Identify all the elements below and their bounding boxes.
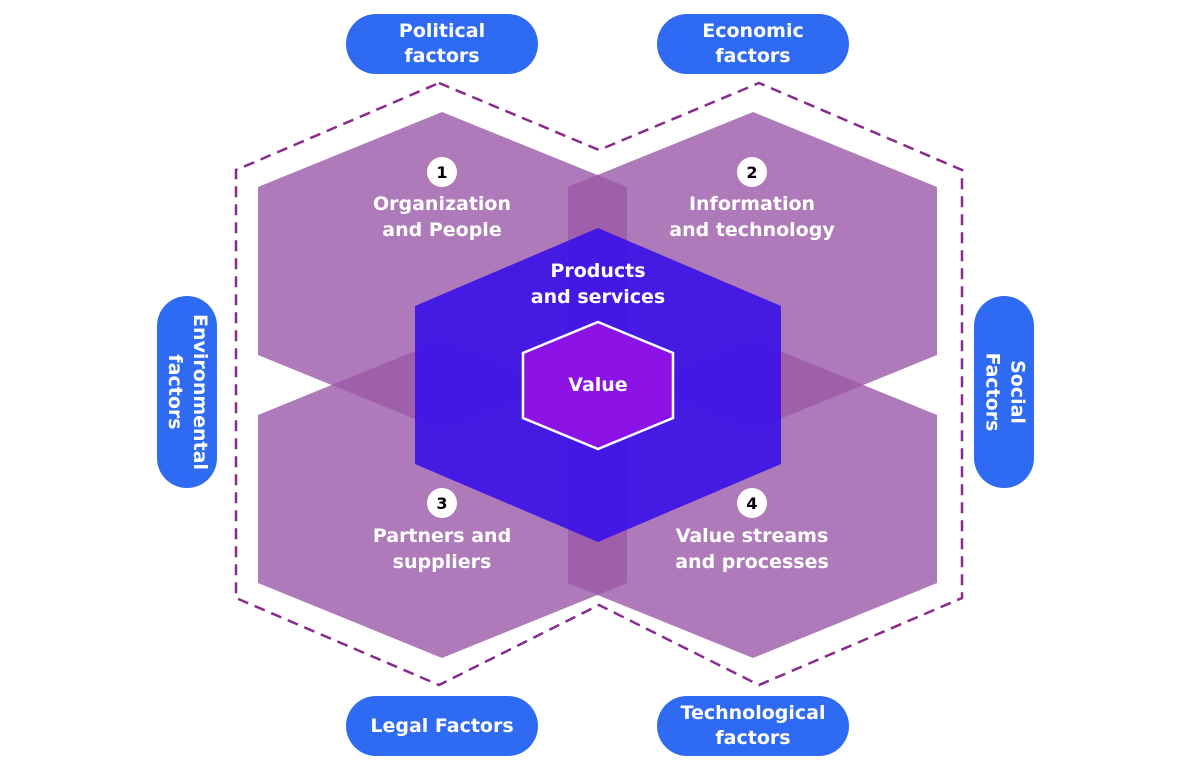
label-value-streams-and-processes: Value streams and processes: [675, 525, 829, 573]
dashed-boundary: [234, 81, 964, 687]
badge-dimension-3: 3: [427, 488, 457, 518]
pill-legal-factors: Legal Factors: [346, 696, 538, 756]
badge-dimension-1: 1: [427, 157, 457, 187]
pill-political-factors: Political factors: [346, 14, 538, 74]
label-partners-and-suppliers: Partners and suppliers: [372, 525, 512, 573]
economic-factors-label: Economic factors: [702, 20, 804, 67]
legal-factors-label: Legal Factors: [370, 714, 514, 737]
label-products-and-services: Products and services: [530, 260, 666, 308]
pill-social-factors: Social Factors: [974, 296, 1034, 488]
pill-environmental-factors: Environmental factors: [157, 296, 217, 488]
label-organization-and-people: Organization and People: [372, 193, 512, 241]
technological-factors-label: Technological factors: [680, 702, 826, 749]
hex-value: [521, 320, 675, 451]
pill-technological-factors: Technological factors: [657, 696, 849, 756]
social-factors-label: Social Factors: [981, 352, 1029, 432]
label-information-and-technology: Information and technology: [669, 193, 835, 241]
label-value: Value: [568, 374, 628, 396]
environmental-factors-label: Environmental factors: [164, 314, 212, 470]
badge-dimension-4: 4: [737, 488, 767, 518]
pill-economic-factors: Economic factors: [657, 14, 849, 74]
political-factors-label: Political factors: [398, 20, 486, 67]
badge-dimension-2: 2: [737, 157, 767, 187]
